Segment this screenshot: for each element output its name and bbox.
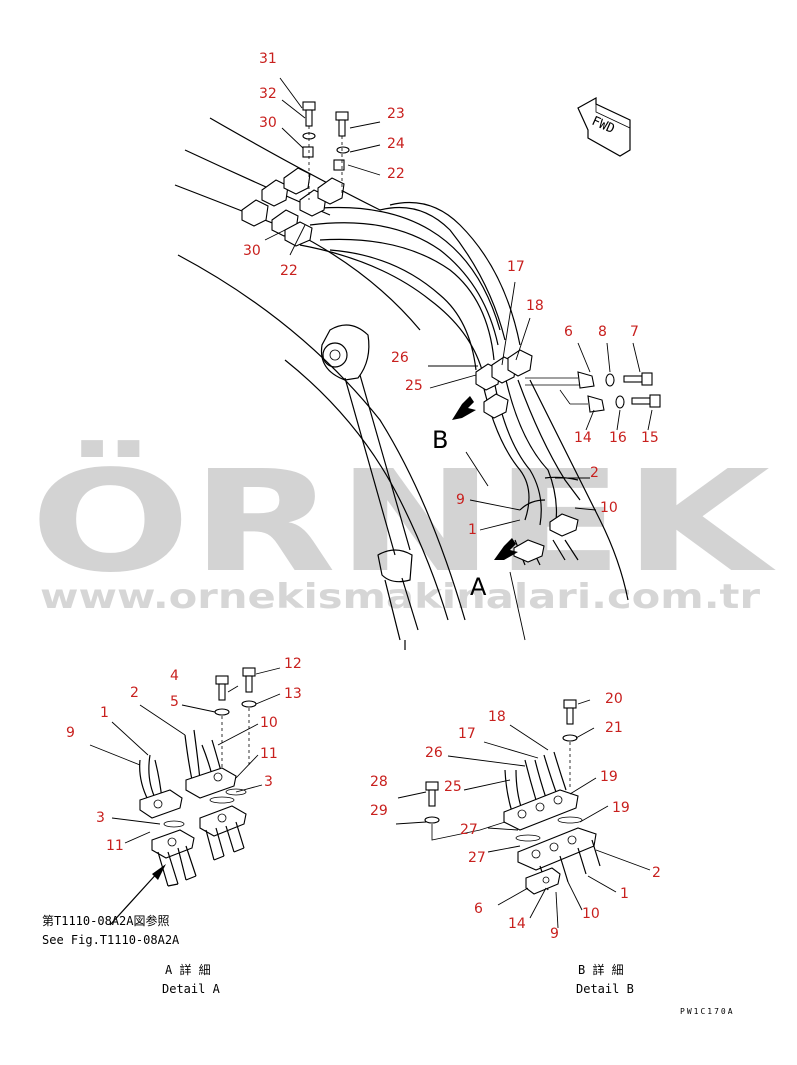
detail-a-title-en: Detail A — [162, 982, 221, 996]
callout-9-b: 9 — [550, 926, 559, 942]
callout-12-a: 12 — [284, 656, 302, 672]
callout-11-a-left: 11 — [106, 838, 124, 854]
view-letter-a: A — [470, 573, 487, 601]
detail-b — [424, 699, 601, 895]
bolt-15-icon — [587, 394, 661, 413]
callout-20-b: 20 — [605, 691, 623, 707]
callout-6-main: 6 — [564, 324, 573, 340]
callout-5-a: 5 — [170, 694, 179, 710]
callout-30-bottom: 30 — [243, 243, 261, 259]
watermark-brand: ÖRNEK — [30, 439, 776, 604]
callout-22-top: 22 — [387, 166, 405, 182]
callout-26-b: 26 — [425, 745, 443, 761]
callout-2-b: 2 — [652, 865, 661, 881]
view-letter-b: B — [432, 426, 448, 454]
callout-9-a: 9 — [66, 725, 75, 741]
callout-3-a-left: 3 — [96, 810, 105, 826]
callout-32: 32 — [259, 86, 277, 102]
callout-2-main: 2 — [590, 465, 599, 481]
callout-17-main: 17 — [507, 259, 525, 275]
fwd-label: FWD — [589, 114, 617, 137]
callout-31: 31 — [259, 51, 277, 67]
see-fig-en: See Fig.T1110-08A2A — [42, 933, 180, 947]
callout-19-b-top: 19 — [600, 769, 618, 785]
callout-17-b: 17 — [458, 726, 476, 742]
callout-2-a: 2 — [130, 685, 139, 701]
view-arrow-a-icon — [494, 538, 518, 560]
bolt-31-icon — [302, 101, 316, 140]
callout-21-b: 21 — [605, 720, 623, 736]
callout-18-b: 18 — [488, 709, 506, 725]
bolt-28-icon — [424, 781, 440, 824]
bolt-12-icon — [241, 667, 257, 708]
callout-27-b-top: 27 — [460, 822, 478, 838]
callout-1-b: 1 — [620, 886, 629, 902]
bolt-20-icon — [562, 699, 578, 742]
callout-10-main: 10 — [600, 500, 618, 516]
callout-18-main: 18 — [526, 298, 544, 314]
bolt-7-icon — [577, 371, 653, 389]
callout-14-b: 14 — [508, 916, 526, 932]
captions: 第T1110-08A2A図参照 See Fig.T1110-08A2A A 詳 … — [42, 913, 735, 1016]
callout-25-b: 25 — [444, 779, 462, 795]
callout-10-a: 10 — [260, 715, 278, 731]
view-arrow-b-icon — [452, 396, 476, 420]
callout-1-a: 1 — [100, 705, 109, 721]
callout-29-b: 29 — [370, 803, 388, 819]
callout-10-b: 10 — [582, 906, 600, 922]
callout-6-b: 6 — [474, 901, 483, 917]
top-clamps — [241, 146, 345, 247]
detail-a-title-jp: A 詳 細 — [165, 962, 211, 977]
bolt-23-icon — [335, 111, 350, 154]
callout-15-main: 15 — [641, 430, 659, 446]
callout-24: 24 — [387, 136, 405, 152]
watermark: ÖRNEK www.ornekismakinalari.com.tr — [30, 439, 776, 617]
callout-3-a-right: 3 — [264, 774, 273, 790]
callout-27-b-bottom: 27 — [468, 850, 486, 866]
callout-26-main: 26 — [391, 350, 409, 366]
detail-a-arrow-icon — [152, 864, 166, 880]
leader-lines — [89, 77, 653, 929]
detail-a — [109, 667, 257, 926]
see-fig-jp: 第T1110-08A2A図参照 — [42, 913, 169, 928]
callout-28-b: 28 — [370, 774, 388, 790]
callout-19-b-bottom: 19 — [612, 800, 630, 816]
detail-b-title-en: Detail B — [576, 982, 634, 996]
callout-16-main: 16 — [609, 430, 627, 446]
callout-4-a: 4 — [170, 668, 179, 684]
clamps-a-main — [513, 476, 579, 563]
callout-25-main: 25 — [405, 378, 423, 394]
callout-7-main: 7 — [630, 324, 639, 340]
callout-9-main: 9 — [456, 492, 465, 508]
callout-14-main: 14 — [574, 430, 592, 446]
callout-30-top: 30 — [259, 115, 277, 131]
detail-b-title-jp: B 詳 細 — [578, 962, 624, 977]
clamps-b-main — [475, 349, 533, 419]
main-assembly: B A — [174, 101, 661, 650]
callouts: 31 32 30 23 24 22 30 22 17 18 26 25 6 8 … — [66, 51, 661, 942]
callout-22-bottom: 22 — [280, 263, 298, 279]
watermark-url: www.ornekismakinalari.com.tr — [40, 577, 760, 617]
callout-13-a: 13 — [284, 686, 302, 702]
bolt-4-icon — [214, 675, 230, 716]
callout-1-main: 1 — [468, 522, 477, 538]
callout-8-main: 8 — [598, 324, 607, 340]
callout-11-a-right: 11 — [260, 746, 278, 762]
fwd-arrow-icon: FWD — [577, 96, 631, 157]
drawing-code: PW1C170A — [680, 1007, 735, 1016]
callout-23: 23 — [387, 106, 405, 122]
